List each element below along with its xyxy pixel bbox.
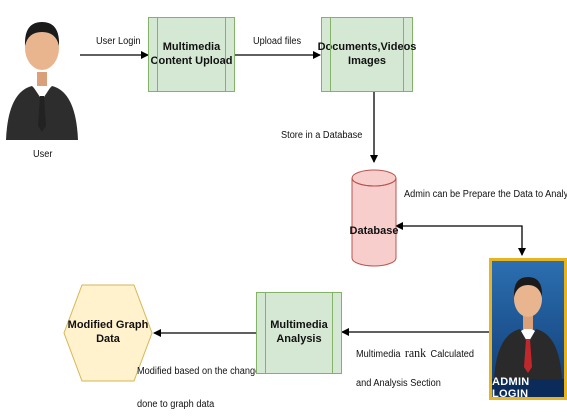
documents-line2: Images xyxy=(348,54,386,67)
documents-line1: Documents,Videos xyxy=(317,40,417,53)
edge-label-modified-line1: Modified based on the changes xyxy=(137,366,265,377)
rank-prefix: Multimedia xyxy=(356,349,401,360)
edge-label-rank-line1: Multimedia rank Calculated xyxy=(356,345,474,361)
database-cylinder xyxy=(351,169,397,267)
rank-suffix: Calculated xyxy=(430,349,475,360)
content-upload-line2: Content Upload xyxy=(150,54,233,67)
admin-avatar-icon xyxy=(494,277,562,381)
edge-label-upload-files: Upload files xyxy=(253,36,302,47)
edge-label-modified-line2: done to graph data xyxy=(137,399,215,410)
graph-data-hexagon xyxy=(63,284,153,382)
edge-label-store-database: Store in a Database xyxy=(281,130,363,141)
graph-line1: Modified Graph xyxy=(67,319,149,332)
edge-label-rank-line2: and Analysis Section xyxy=(356,378,441,389)
analysis-line1: Multimedia xyxy=(270,319,328,332)
analysis-line2: Analysis xyxy=(276,333,322,345)
edge-admin-database xyxy=(395,222,526,256)
edge-label-admin-prepare: Admin can be Prepare the Data to Analysi… xyxy=(404,189,567,200)
admin-login-label: ADMIN LOGIN xyxy=(492,376,564,400)
admin-login-image: ADMIN LOGIN xyxy=(489,258,567,400)
rank-word: rank xyxy=(404,345,427,360)
user-label: User xyxy=(33,149,53,160)
content-upload-line1: Multimedia xyxy=(162,40,221,53)
graph-line2: Data xyxy=(96,333,120,345)
database-label: Database xyxy=(349,225,399,238)
user-avatar-icon xyxy=(6,22,78,140)
edge-label-user-login: User Login xyxy=(96,36,141,47)
